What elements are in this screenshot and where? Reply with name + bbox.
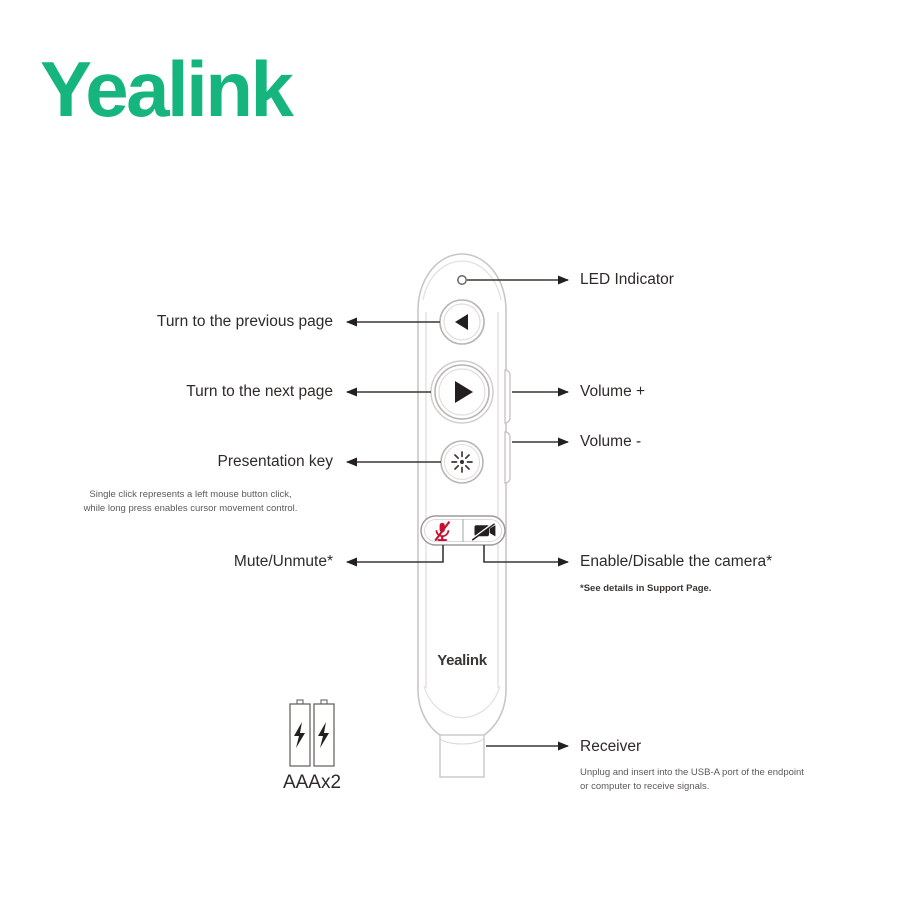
- callout-label-led-indicator: LED Indicator: [580, 271, 674, 288]
- callout-label-volume-up: Volume +: [580, 383, 646, 400]
- battery-caption: AAAx2: [282, 772, 342, 793]
- volume-down-button[interactable]: [504, 431, 511, 484]
- camera-slash-icon[interactable]: [471, 521, 496, 541]
- callout-label-previous-page: Turn to the previous page: [156, 313, 333, 330]
- leader-mute-unmute: [346, 545, 444, 567]
- presentation-key-note-line2: while long press enables cursor movement…: [83, 503, 298, 514]
- lightning-bolt-icon: [294, 722, 305, 748]
- volume-rail-group: [504, 369, 511, 484]
- callout-label-next-page: Turn to the next page: [186, 383, 333, 400]
- receiver-note-line1: Unplug and insert into the USB-A port of…: [580, 767, 804, 778]
- receiver-note-line2: or computer to receive signals.: [580, 781, 710, 792]
- mute-camera-pill: [420, 515, 506, 546]
- starburst-icon: [451, 451, 473, 473]
- device-brand-text: Yealink: [437, 652, 487, 669]
- leader-camera-toggle: [483, 545, 569, 567]
- volume-up-button[interactable]: [504, 369, 511, 424]
- callout-label-receiver: Receiver: [580, 738, 642, 755]
- presentation-key-button[interactable]: [440, 440, 484, 484]
- lightning-bolt-icon: [318, 722, 329, 748]
- microphone-slash-icon[interactable]: [434, 520, 451, 542]
- usb-receiver: [439, 734, 485, 778]
- previous-page-button[interactable]: [439, 299, 485, 345]
- callout-label-mute-unmute: Mute/Unmute*: [233, 553, 333, 570]
- yealink-logo: Yealink: [40, 45, 294, 133]
- presentation-key-note-line1: Single click represents a left mouse but…: [89, 489, 292, 500]
- callout-label-presentation-key: Presentation key: [217, 453, 333, 470]
- callout-label-volume-down: Volume -: [580, 433, 642, 450]
- led-indicator-dot: [457, 275, 467, 285]
- triangle-right-icon: [455, 381, 473, 403]
- triangle-left-icon: [455, 314, 468, 330]
- next-page-button[interactable]: [430, 360, 494, 424]
- camera-toggle-footnote: *See details in Support Page.: [580, 583, 712, 594]
- battery-illustration: [289, 699, 335, 767]
- callout-label-camera-toggle: Enable/Disable the camera*: [580, 553, 773, 570]
